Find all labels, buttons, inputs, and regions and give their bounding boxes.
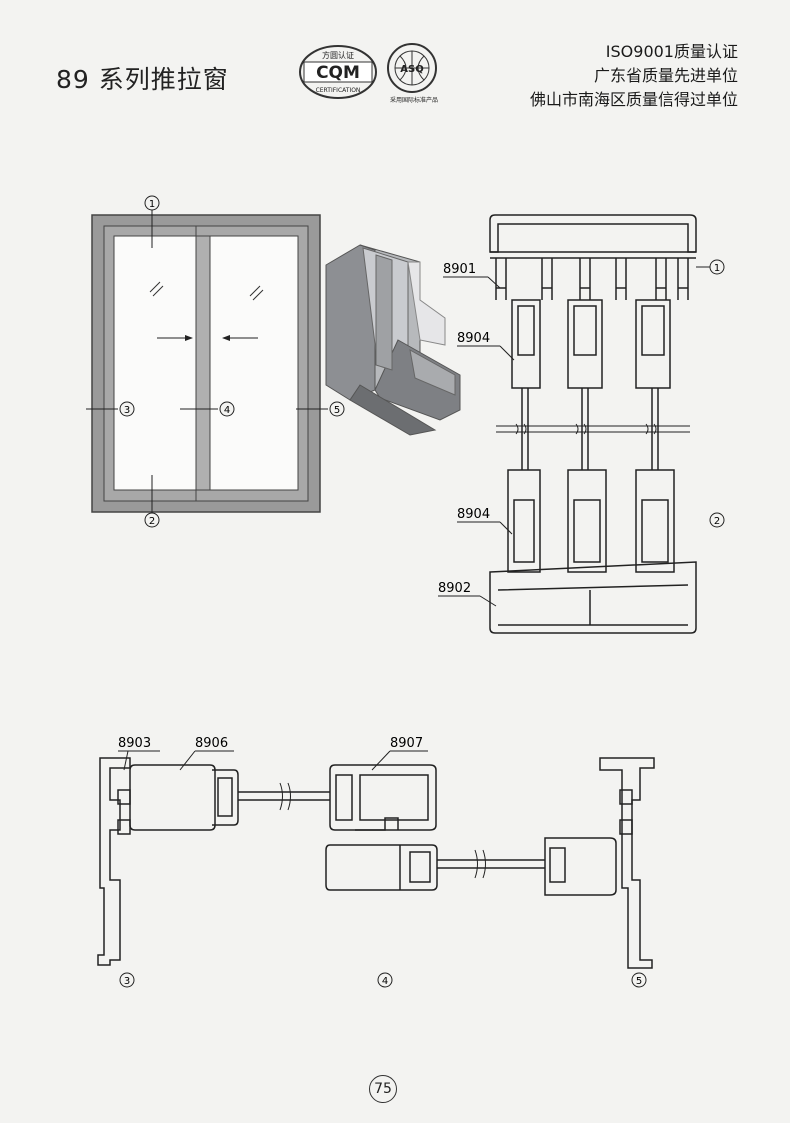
profile-8901-head [489,214,697,253]
svg-text:3: 3 [124,405,130,416]
cqm-logo-bottom-text: CERTIFICATION [316,87,361,94]
svg-text:3: 3 [124,976,130,987]
profile-8907-lower [325,844,438,891]
label-8906: 8906 [179,736,234,771]
svg-text:8904: 8904 [457,507,490,522]
asq-logo-bottom-text: 采用国际标准产品 [390,96,438,104]
profile-8906-lower [544,837,617,896]
svg-text:2: 2 [149,516,155,527]
svg-text:4: 4 [224,405,230,416]
marker-4: 4 [219,401,235,417]
cert-guangdong: 广东省质量先进单位 [593,66,738,85]
profile-8904-top-c [635,299,671,389]
certification-list: ISO9001质量认证 广东省质量先进单位 佛山市南海区质量信得过单位 [530,40,738,112]
cqm-logo: 方圆认证 CQM CERTIFICATION [299,45,377,99]
label-8904-top: 8904 [457,331,515,361]
section-marker-2: 2 [709,512,725,528]
svg-text:8901: 8901 [443,262,476,277]
profile-jamb-right [599,757,655,969]
svg-text:8903: 8903 [118,736,151,751]
page-number: 75 [369,1075,397,1103]
profile-8907-sash [329,764,437,831]
svg-text:8904: 8904 [457,331,490,346]
profile-8906-sash [129,764,216,831]
profile-8903-jamb-left [97,757,131,966]
svg-text:1: 1 [149,199,155,210]
profile-8902-sill [489,561,697,634]
section-marker-3: 3 [119,972,135,988]
glass-mark-right [249,285,264,301]
profile-8904-bottom-b [567,469,607,573]
left-glass [113,235,199,491]
window-elevation: 1 2 3 4 5 [86,195,345,528]
glass-mark-left [149,281,164,297]
marker-1: 1 [144,195,160,211]
asq-logo-main-text: ASQ [400,64,423,75]
label-8903: 8903 [118,736,160,771]
svg-text:8907: 8907 [390,736,423,751]
marker-5: 5 [329,401,345,417]
svg-text:8906: 8906 [195,736,228,751]
profile-8904-top-b [567,299,603,389]
cqm-logo-main-text: CQM [316,63,360,83]
svg-text:5: 5 [334,405,340,416]
label-8901: 8901 [443,262,501,289]
cert-iso: ISO9001质量认证 [605,42,738,61]
cqm-logo-top-text: 方圆认证 [322,50,354,60]
label-8902: 8902 [438,581,497,607]
meeting-stile [195,235,211,491]
svg-text:8902: 8902 [438,581,471,596]
vertical-section [489,214,697,634]
svg-text:1: 1 [714,263,720,274]
asq-logo: ASQ 采用国际标准产品 [387,43,438,104]
marker-2: 2 [144,512,160,528]
right-glass [209,235,299,491]
svg-text:5: 5 [636,976,642,987]
section-marker-5: 5 [631,972,647,988]
label-8904-bottom: 8904 [457,507,513,535]
page-title: 89 系列推拉窗 [56,65,229,94]
profile-8904-bottom-a [507,469,541,573]
cert-foshan: 佛山市南海区质量信得过单位 [529,90,738,109]
profile-3d-render [325,244,461,436]
marker-3: 3 [119,401,135,417]
svg-text:4: 4 [382,976,388,987]
horizontal-section [97,757,655,969]
section-marker-4: 4 [377,972,393,988]
svg-text:2: 2 [714,516,720,527]
profile-8904-bottom-c [635,469,675,573]
profile-8904-top-a [511,299,541,389]
label-8907: 8907 [371,736,428,771]
section-marker-1: 1 [696,259,725,275]
